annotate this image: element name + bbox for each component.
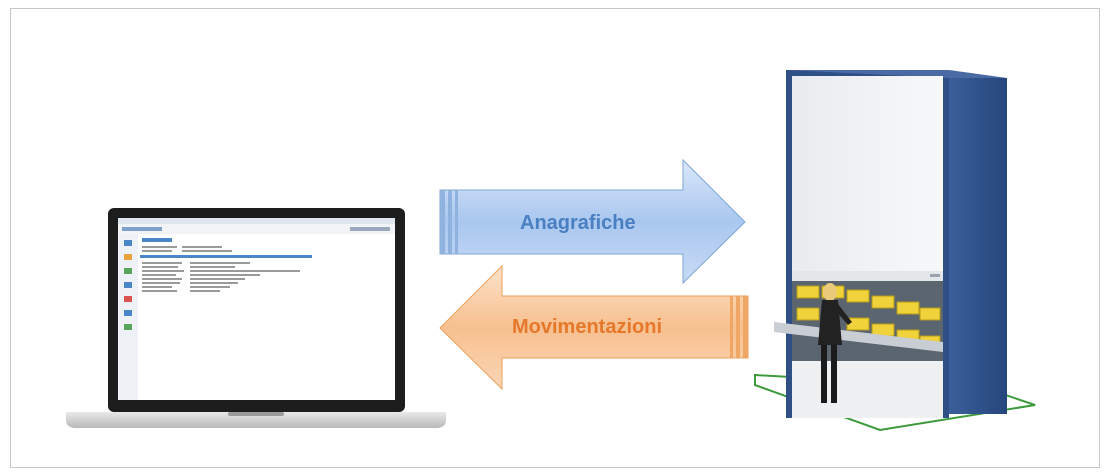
arrow-left-label: Movimentazioni xyxy=(512,316,663,338)
vertical-lift-storage-icon xyxy=(754,70,1036,432)
arrow-right-label: Anagrafiche xyxy=(520,212,636,234)
arrow-right xyxy=(439,158,746,285)
operator-figure-icon xyxy=(818,283,852,403)
laptop-icon xyxy=(66,208,446,428)
arrow-left xyxy=(439,264,749,391)
